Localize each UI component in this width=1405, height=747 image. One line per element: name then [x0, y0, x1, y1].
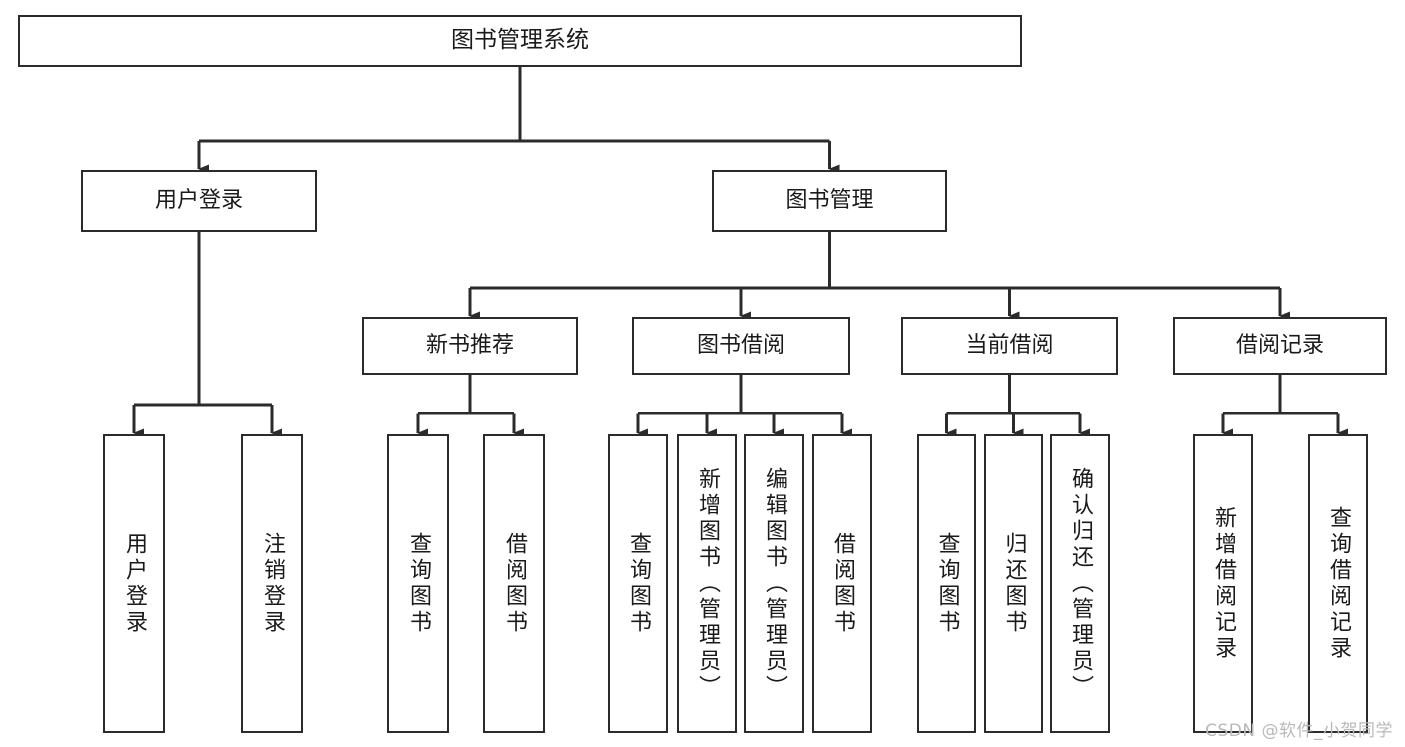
node-label: 图书借阅 — [696, 333, 785, 359]
node-leaf-cb1[interactable]: 查询图书 — [917, 434, 976, 733]
node-current[interactable]: 当前借阅 — [901, 317, 1118, 375]
node-leaf-login2[interactable]: 注销登录 — [241, 434, 303, 733]
node-leaf-cb2[interactable]: 归还图书 — [984, 434, 1043, 733]
node-label: 借阅图书 — [502, 531, 527, 636]
node-label: 新增借阅记录 — [1211, 505, 1236, 662]
node-label: 当前借阅 — [965, 333, 1054, 359]
node-leaf-bw1[interactable]: 查询图书 — [608, 434, 668, 733]
node-label: 图书管理系统 — [451, 27, 589, 54]
node-newbook[interactable]: 新书推荐 — [362, 317, 578, 375]
node-leaf-login1[interactable]: 用户登录 — [103, 434, 165, 733]
node-login[interactable]: 用户登录 — [81, 170, 317, 232]
node-label: 借阅图书 — [830, 531, 855, 636]
node-label: 编辑图书（管理员） — [762, 466, 787, 701]
node-leaf-rc1[interactable]: 新增借阅记录 — [1193, 434, 1253, 733]
node-label: 新书推荐 — [425, 333, 514, 359]
node-label: 新增图书（管理员） — [695, 466, 720, 701]
node-label: 图书管理 — [785, 188, 874, 214]
node-leaf-nb1[interactable]: 查询图书 — [387, 434, 449, 733]
node-leaf-nb2[interactable]: 借阅图书 — [483, 434, 545, 733]
csdn-watermark: CSDN @软件_小贺同学 — [1205, 721, 1393, 741]
node-label: 查询图书 — [934, 531, 960, 636]
node-label: 查询借阅记录 — [1326, 505, 1351, 662]
node-borrow[interactable]: 图书借阅 — [632, 317, 850, 375]
node-records[interactable]: 借阅记录 — [1173, 317, 1387, 375]
node-label: 确认归还（管理员） — [1068, 466, 1093, 701]
node-label: 注销登录 — [260, 531, 285, 636]
node-leaf-bw3[interactable]: 编辑图书（管理员） — [744, 434, 804, 733]
node-label: 查询图书 — [626, 531, 651, 636]
node-leaf-cb3[interactable]: 确认归还（管理员） — [1050, 434, 1110, 733]
node-label: 用户登录 — [122, 531, 147, 636]
node-bookmgmt[interactable]: 图书管理 — [712, 170, 947, 232]
node-label: 归还图书 — [1001, 531, 1027, 636]
node-leaf-rc2[interactable]: 查询借阅记录 — [1308, 434, 1368, 733]
node-root[interactable]: 图书管理系统 — [18, 15, 1022, 67]
node-leaf-bw2[interactable]: 新增图书（管理员） — [677, 434, 737, 733]
node-label: 借阅记录 — [1235, 333, 1324, 359]
node-label: 查询图书 — [406, 531, 431, 636]
node-leaf-bw4[interactable]: 借阅图书 — [812, 434, 872, 733]
node-label: 用户登录 — [154, 188, 243, 214]
